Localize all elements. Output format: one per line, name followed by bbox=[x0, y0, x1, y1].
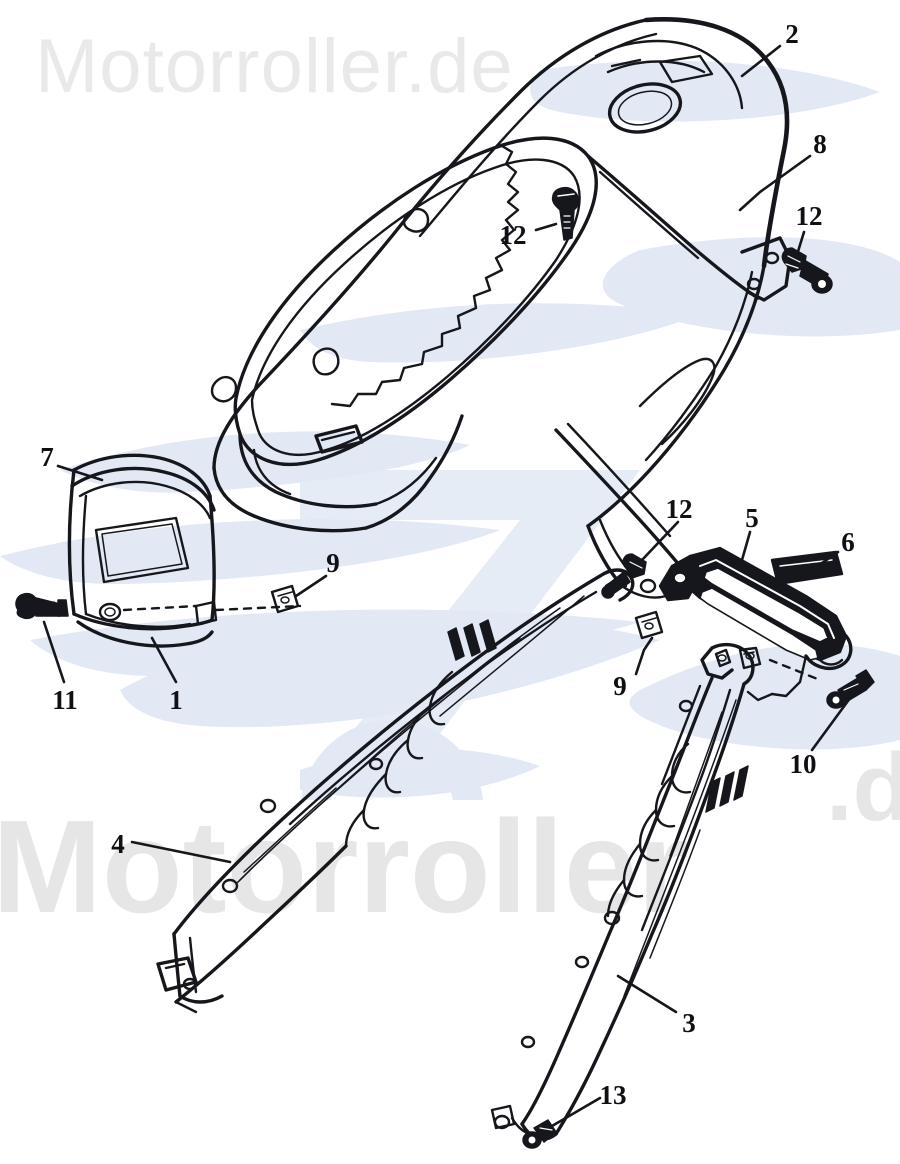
callout-7[interactable]: 7 bbox=[40, 442, 54, 472]
leader-6 bbox=[810, 550, 840, 572]
callout-4[interactable]: 4 bbox=[111, 829, 125, 859]
leader-8 bbox=[738, 154, 812, 212]
part-2-body-cover bbox=[210, 17, 792, 533]
callout-12b[interactable]: 12 bbox=[796, 201, 823, 231]
callout-13[interactable]: 13 bbox=[600, 1080, 627, 1110]
part-10-bolt bbox=[768, 658, 875, 709]
part-9-clip-nut-left bbox=[270, 584, 300, 614]
watermark-bottom-suffix: .d bbox=[826, 734, 900, 841]
callout-10[interactable]: 10 bbox=[790, 749, 817, 779]
leader-7 bbox=[56, 464, 104, 482]
callout-8[interactable]: 8 bbox=[813, 129, 827, 159]
callout-12c[interactable]: 12 bbox=[666, 494, 693, 524]
part-12-screw-upper bbox=[551, 186, 580, 241]
part-12-screw-right bbox=[781, 247, 833, 294]
leader-12b bbox=[794, 230, 806, 260]
callout-12a[interactable]: 12 bbox=[500, 220, 527, 250]
leader-3 bbox=[616, 974, 678, 1014]
leader-13 bbox=[550, 1096, 602, 1128]
leader-lines bbox=[42, 44, 858, 1128]
leader-11 bbox=[42, 620, 66, 684]
watermark-bottom: Motorroller bbox=[0, 793, 689, 940]
part-9-clip-nut-right bbox=[634, 610, 664, 640]
callout-1[interactable]: 1 bbox=[169, 685, 183, 715]
leader-12c bbox=[640, 520, 680, 562]
callout-9b[interactable]: 9 bbox=[613, 671, 627, 701]
part-12-screw-middle bbox=[601, 553, 647, 599]
leader-9b bbox=[634, 636, 654, 676]
leader-5 bbox=[740, 530, 752, 562]
part-11-screw bbox=[15, 592, 69, 620]
leader-2 bbox=[740, 44, 782, 78]
part-7-front-panel bbox=[67, 453, 302, 648]
callout-2[interactable]: 2 bbox=[785, 19, 799, 49]
callout-5[interactable]: 5 bbox=[745, 503, 759, 533]
watermark-top: Motorroller.de bbox=[35, 24, 514, 109]
part-4-side-cover-left bbox=[156, 568, 635, 1014]
part-13-screw bbox=[522, 1119, 557, 1149]
leader-12a bbox=[534, 222, 558, 232]
leader-1 bbox=[150, 636, 178, 684]
callout-3[interactable]: 3 bbox=[682, 1008, 696, 1038]
callout-6[interactable]: 6 bbox=[841, 527, 855, 557]
leader-4 bbox=[130, 840, 232, 864]
swoosh-watermark bbox=[0, 60, 900, 910]
part-5-grab-rail bbox=[658, 546, 853, 702]
callout-9a[interactable]: 9 bbox=[326, 548, 340, 578]
leader-10 bbox=[810, 688, 858, 752]
leader-9a bbox=[294, 574, 328, 598]
callout-11[interactable]: 11 bbox=[52, 685, 78, 715]
